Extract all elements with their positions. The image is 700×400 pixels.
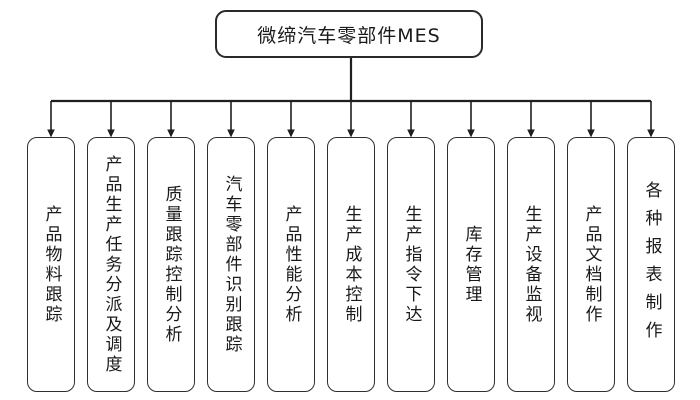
child-node-product-performance-analysis: 产品性能分析 — [267, 137, 315, 392]
child-node-label: 生产指令下达 — [401, 204, 422, 325]
child-node-production-order-release: 生产指令下达 — [387, 137, 435, 392]
child-node-label: 质量跟踪控制分析 — [161, 184, 182, 345]
child-node-production-cost-control: 生产成本控制 — [327, 137, 375, 392]
child-node-label: 产品物料跟踪 — [41, 204, 62, 325]
child-node-report-creation: 各种报表制作 — [627, 137, 675, 392]
children-row: 产品物料跟踪 产品生产任务分派及调度 质量跟踪控制分析 汽车零部件识别跟踪 产品… — [27, 137, 675, 392]
child-node-label: 生产设备监视 — [521, 204, 542, 325]
child-node-product-document-creation: 产品文档制作 — [567, 137, 615, 392]
child-node-label: 生产成本控制 — [341, 204, 362, 325]
child-node-label: 产品性能分析 — [281, 204, 302, 325]
root-node: 微缔汽车零部件MES — [215, 10, 483, 58]
child-node-label: 汽车零部件识别跟踪 — [221, 174, 242, 355]
child-node-equipment-monitoring: 生产设备监视 — [507, 137, 555, 392]
child-node-label: 库存管理 — [461, 224, 482, 305]
child-node-label: 产品文档制作 — [581, 204, 602, 325]
child-node-label: 各种报表制作 — [641, 180, 662, 349]
child-node-parts-identification-tracking: 汽车零部件识别跟踪 — [207, 137, 255, 392]
child-node-product-material-tracking: 产品物料跟踪 — [27, 137, 75, 392]
child-node-inventory-management: 库存管理 — [447, 137, 495, 392]
child-node-task-dispatch-scheduling: 产品生产任务分派及调度 — [87, 137, 135, 392]
root-node-label: 微缔汽车零部件MES — [257, 24, 441, 47]
child-node-label: 产品生产任务分派及调度 — [101, 154, 122, 375]
child-node-quality-tracking-control: 质量跟踪控制分析 — [147, 137, 195, 392]
